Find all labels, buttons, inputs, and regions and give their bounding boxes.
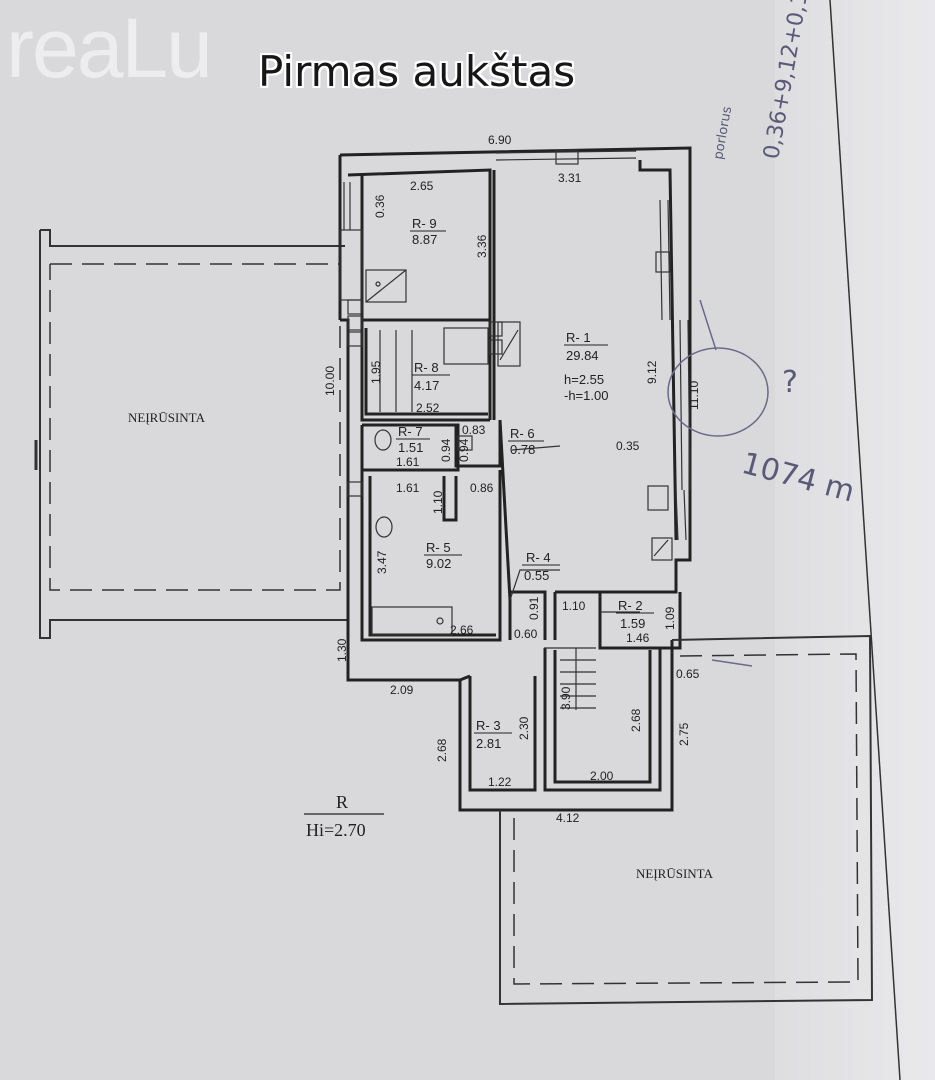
dim-r2-h: 1.09	[663, 606, 677, 630]
dim-r2-w2: 1.46	[626, 631, 650, 645]
handwritten-question: ?	[782, 365, 798, 400]
dim-left-h2: 2.68	[435, 738, 449, 762]
dim-step-left: 1.30	[335, 638, 349, 662]
dim-right-h: 2.75	[677, 722, 691, 746]
room-7-area: 1.51	[398, 440, 423, 455]
dim-r1-inner: 0.35	[616, 439, 640, 453]
dim-r8-height: 1.95	[369, 360, 383, 384]
roof-height: Hi=2.70	[306, 820, 366, 840]
room-1-height2: -h=1.00	[564, 388, 608, 403]
room-9-id: R- 9	[412, 216, 437, 231]
page-title: Pirmas aukštas	[258, 47, 576, 96]
room-8-id: R- 8	[414, 360, 439, 375]
room-1-id: R- 1	[566, 330, 591, 345]
dim-left-height: 10.00	[323, 366, 337, 396]
dim-r9-small: 0.36	[373, 194, 387, 218]
dim-r4-h: 0.91	[527, 596, 541, 620]
left-unfinished-annex	[34, 229, 348, 639]
paper-fold-line	[829, 0, 901, 1080]
unfinished-left-label: NEĮRŪSINTA	[128, 410, 206, 425]
dim-stair-h: 3.90	[559, 686, 573, 710]
dim-r5-height: 3.47	[375, 550, 389, 574]
room-6-id: R- 6	[510, 426, 535, 441]
dim-outer-right: 11.10	[687, 381, 701, 410]
dim-top: 6.90	[488, 133, 512, 147]
room-1-area: 29.84	[566, 348, 599, 363]
brand-watermark: reaLu	[6, 1, 213, 95]
dim-r7-width: 1.61	[396, 455, 420, 469]
unfinished-right-label: NEĮRŪSINTA	[636, 866, 714, 881]
room-4-area: 0.55	[524, 568, 549, 583]
room-6-area: 0.78	[510, 442, 535, 457]
room-8-area: 4.17	[414, 378, 439, 393]
dim-r9-height: 3.36	[475, 234, 489, 258]
handwritten-words: porlorus	[711, 105, 735, 160]
dim-r7-h: 0.94	[439, 438, 453, 462]
paper-edge	[775, 0, 935, 1080]
room-2-id: R- 2	[618, 598, 643, 613]
dim-right-small: 0.65	[676, 667, 700, 681]
fixtures	[347, 269, 673, 710]
room-7-id: R- 7	[398, 424, 423, 439]
dim-r7-w: 0.83	[462, 423, 486, 437]
handwritten-formula: 0,36+9,12+0,17+1,09+0,46=	[759, 0, 842, 161]
dim-r8-width: 2.52	[416, 401, 440, 415]
dim-r5-top-w2: 0.86	[470, 481, 494, 495]
dim-r3-h: 2.30	[517, 716, 531, 740]
handwritten-circle	[667, 299, 769, 667]
dim-r5-small: 1.10	[431, 490, 445, 514]
main-walls	[338, 146, 692, 812]
dim-r2-w: 1.10	[562, 599, 586, 613]
handwritten-result: 1074 m	[738, 446, 858, 510]
room-4-id: R- 4	[526, 550, 551, 565]
dim-r9-width: 2.65	[410, 179, 434, 193]
dim-r7-h2: 0.94	[457, 438, 471, 462]
right-unfinished-annex	[499, 634, 874, 1006]
room-3-id: R- 3	[476, 718, 501, 733]
windows	[339, 149, 691, 541]
dim-r3-w: 1.22	[488, 775, 512, 789]
dim-bottom-w: 2.09	[390, 683, 414, 697]
dim-right-bottom-w: 4.12	[556, 811, 580, 825]
dim-stair-room-w: 2.00	[590, 769, 614, 783]
room-2-area: 1.59	[620, 616, 645, 631]
dim-r5-width: 2.66	[450, 623, 474, 637]
dim-r1-top: 3.31	[558, 171, 582, 185]
room-1-height: h=2.55	[564, 372, 604, 387]
dim-stair-room-h: 2.68	[629, 708, 643, 732]
room-5-area: 9.02	[426, 556, 451, 571]
dim-r4-w: 0.60	[514, 627, 538, 641]
room-3-area: 2.81	[476, 736, 501, 751]
room-9-area: 8.87	[412, 232, 437, 247]
dim-r5-top-w: 1.61	[396, 481, 420, 495]
dim-r1-height: 9.12	[645, 360, 659, 384]
room-5-id: R- 5	[426, 540, 451, 555]
roof-label: R	[336, 792, 348, 812]
